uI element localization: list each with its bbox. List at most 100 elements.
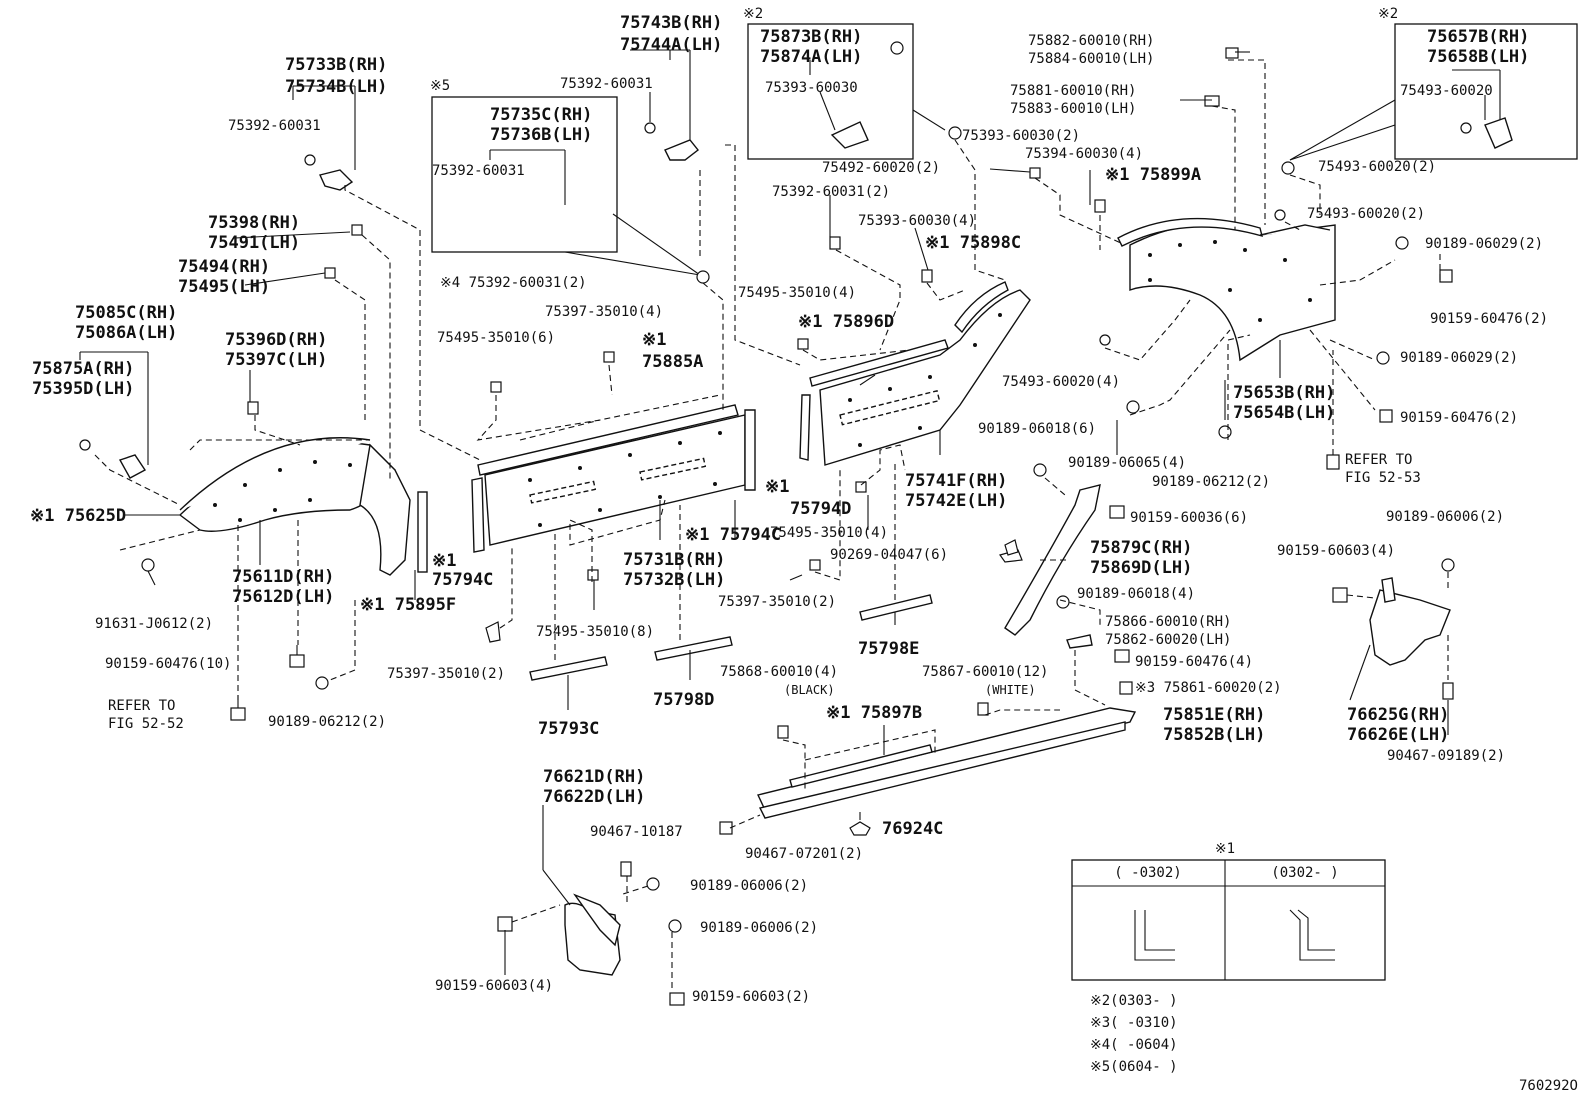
- molding-75794c-b: [744, 409, 756, 491]
- lbl-76621d: 76621D(RH): [543, 767, 645, 787]
- lbl-75493-d: 75493-60020(4): [1002, 374, 1120, 390]
- lbl-75742e: 75742E(LH): [905, 491, 1007, 511]
- screw-90159-h: [1332, 587, 1348, 603]
- clip-75492: [1029, 167, 1041, 179]
- lbl-75885a2: 75885A: [642, 352, 703, 372]
- part-labels: 75733B(RH)75734B(LH)75392-6003175398(RH)…: [30, 6, 1548, 1005]
- screw-90159-c: [669, 992, 685, 1006]
- bracket-75866: [1066, 634, 1093, 649]
- lbl-75653b: 75653B(RH): [1233, 383, 1335, 403]
- lbl-75898c: ※1 75898C: [925, 233, 1021, 253]
- bracket-75875a: [118, 454, 147, 479]
- clip-90189-i: [1056, 595, 1070, 609]
- lbl-75397-b: 75397-35010(2): [387, 666, 505, 682]
- lbl-75884: 75884-60010(LH): [1028, 51, 1154, 67]
- bracket-75743b: [664, 139, 699, 161]
- mudflap-76621d: [564, 893, 621, 976]
- lbl-90467-c: 90467-09189(2): [1387, 748, 1505, 764]
- lbl-75495: 75495(LH): [178, 277, 270, 297]
- lbl-box5-mark: ※5: [430, 78, 450, 94]
- clip-75392-e: [829, 236, 841, 250]
- lbl-75395d: 75395D(LH): [32, 379, 134, 399]
- lbl-75883: 75883-60010(LH): [1010, 101, 1136, 117]
- screw-90159-g: [1114, 649, 1130, 663]
- lbl-refer-a2: FIG 52-52: [108, 716, 184, 732]
- lbl-75794d-2: 75794D: [790, 499, 851, 519]
- lbl-75794c-b: ※1 75794C: [685, 525, 781, 545]
- molding-75794c-a: [471, 477, 485, 553]
- lbl-75392-b: 75392-60031: [432, 163, 525, 179]
- clip-90189-i-top: [1033, 463, 1047, 477]
- clip-75495-c: [797, 338, 809, 350]
- lbl-75492: 75492-60020(2): [822, 160, 940, 176]
- lbl-refer-a1: REFER TO: [108, 698, 175, 714]
- lbl-refer-b2: FIG 52-53: [1345, 470, 1421, 486]
- lbl-90189-a: 90189-06212(2): [268, 714, 386, 730]
- clip-75493-a: [1460, 122, 1472, 134]
- clip-75397-a: [603, 351, 615, 363]
- legend-note-2: ※2(0303- ): [1090, 993, 1178, 1009]
- lbl-75657b: 75657B(RH): [1427, 27, 1529, 47]
- lbl-75867: 75867-60010(12): [922, 664, 1048, 680]
- lbl-90189-b: 90189-06006(2): [690, 878, 808, 894]
- lbl-75393-b: 75393-60030(2): [962, 128, 1080, 144]
- lbl-75625d: ※1 75625D: [30, 506, 126, 526]
- clip-90189-d: [1395, 236, 1409, 250]
- lbl-75736b: 75736B(LH): [490, 125, 592, 145]
- lbl-90189-i: 90189-06018(4): [1077, 586, 1195, 602]
- diagram-id: 760292O: [1519, 1078, 1578, 1094]
- lbl-90159-c: 90159-60603(2): [692, 989, 810, 1005]
- clip-75392-c: [644, 122, 656, 134]
- lbl-75612d: 75612D(LH): [232, 587, 334, 607]
- lbl-75861: ※3 75861-60020(2): [1135, 680, 1282, 696]
- lbl-90159-g: 90159-60476(4): [1135, 654, 1253, 670]
- strip-75798e: [859, 594, 933, 621]
- screw-90159-d: [1439, 269, 1453, 283]
- lbl-75881: 75881-60010(RH): [1010, 83, 1136, 99]
- bracket-75657b: [1484, 117, 1513, 149]
- strip-75793c: [529, 656, 608, 681]
- lbl-75392-e: 75392-60031(2): [772, 184, 890, 200]
- clip-75881: [1204, 95, 1220, 107]
- lbl-75085c: 75085C(RH): [75, 303, 177, 323]
- lbl-90189-e: 90189-06029(2): [1400, 350, 1518, 366]
- clip-75873b: [890, 41, 904, 55]
- lbl-76622d: 76622D(LH): [543, 787, 645, 807]
- screw-90467-c: [1442, 682, 1454, 700]
- lbl-90159-d: 90159-60476(2): [1430, 311, 1548, 327]
- strip-75798d: [654, 636, 733, 661]
- lbl-75495-d: 75495-35010(4): [770, 525, 888, 541]
- bracket-75733b: [319, 169, 354, 191]
- lbl-75862: 75862-60020(LH): [1105, 632, 1231, 648]
- lbl-75741f: 75741F(RH): [905, 471, 1007, 491]
- rear-fender-75653b: [1117, 217, 1336, 362]
- clip-90189-j: [1441, 558, 1455, 572]
- clip-75494: [324, 267, 336, 279]
- clip-75393-b: [948, 126, 962, 140]
- clip-90189-b: [646, 877, 660, 891]
- lbl-75899a: ※1 75899A: [1105, 165, 1201, 185]
- screw-refer-b: [1326, 454, 1340, 470]
- lbl-75397c: 75397C(LH): [225, 350, 327, 370]
- lbl-refer-b1: REFER TO: [1345, 452, 1412, 468]
- clip-75393-c: [921, 269, 933, 283]
- lbl-90189-c: 90189-06006(2): [700, 920, 818, 936]
- lbl-90189-h: 90189-06212(2): [1152, 474, 1270, 490]
- lbl-90159-f: 90159-60036(6): [1130, 510, 1248, 526]
- molding-75794d: [799, 394, 811, 461]
- panel-75741f: [809, 281, 1031, 466]
- lbl-75086a: 75086A(LH): [75, 323, 177, 343]
- screw-90467-a: [719, 821, 733, 835]
- clip-75495-a: [490, 381, 502, 393]
- lbl-75493-b: 75493-60020(2): [1318, 159, 1436, 175]
- clip-75495-d: [855, 481, 867, 493]
- clip-90189-c: [668, 919, 682, 933]
- lbl-90189-d: 90189-06029(2): [1425, 236, 1543, 252]
- molding-75895f: [417, 491, 428, 573]
- mudflap-76625g: [1369, 577, 1451, 666]
- bracket-75393-a: [830, 121, 869, 149]
- clip-75861: [1119, 681, 1133, 695]
- lbl-75397-a: 75397-35010(4): [545, 304, 663, 320]
- clip-75495-b: [587, 569, 599, 581]
